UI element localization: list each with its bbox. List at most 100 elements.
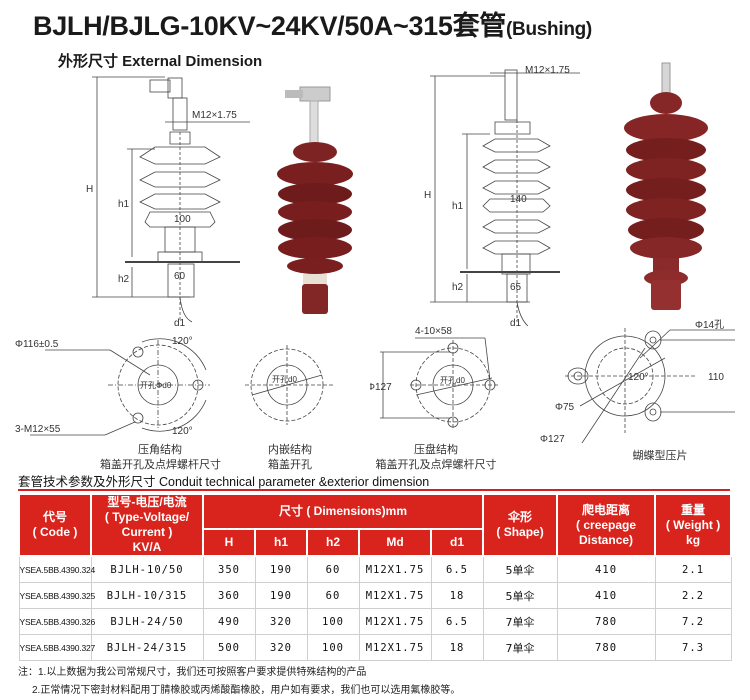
cell-type: BJLH-10/315 (90, 582, 204, 609)
header-dimensions: 尺寸 ( Dimensions)mm (201, 492, 485, 531)
svg-text:h1: h1 (118, 199, 130, 210)
svg-text:d1: d1 (510, 318, 522, 329)
cell-type: BJLH-24/315 (90, 634, 204, 661)
cell-H: 360 (202, 582, 256, 609)
header-h1: h1 (254, 528, 308, 557)
svg-text:120°: 120° (628, 372, 649, 383)
cell-creepage: 780 (556, 634, 656, 661)
cell-code: YSEA.5BB.4390.327 (18, 634, 95, 661)
flange-corner-drawing: Φ116±0.5 120° 120° 开孔Φd0 3-M12×55 (15, 336, 210, 437)
cell-shape: 5单伞 (482, 582, 558, 609)
cell-d1: 6.5 (430, 608, 484, 635)
svg-text:H: H (424, 190, 431, 201)
svg-text:h2: h2 (118, 274, 130, 285)
cell-weight: 7.2 (654, 608, 732, 635)
caption-plate-structure: 压盘结构箱盖开孔及点焊螺杆尺寸 (375, 444, 497, 471)
header-H: H (202, 528, 256, 557)
cell-d1: 18 (430, 582, 484, 609)
cell-type: BJLH-24/50 (90, 608, 204, 635)
cell-H: 500 (202, 634, 256, 661)
header-type: 型号-电压/电流( Type-Voltage/Current )KV/A (90, 493, 204, 557)
caption-corner-structure: 压角结构箱盖开孔及点焊螺杆尺寸 (100, 444, 221, 471)
svg-text:h2: h2 (452, 282, 464, 293)
header-code: 代号( Code ) (18, 493, 92, 557)
cell-creepage: 410 (556, 582, 656, 609)
cell-shape: 7单伞 (482, 608, 558, 635)
cell-h1: 320 (254, 634, 308, 661)
cell-h1: 190 (254, 555, 308, 583)
cell-weight: 2.1 (654, 555, 732, 583)
svg-text:Φ75: Φ75 (555, 402, 575, 413)
cell-h2: 60 (306, 582, 360, 609)
cell-d1: 18 (430, 634, 484, 661)
table-row: YSEA.5BB.4390.327 BJLH-24/315 500 320 10… (18, 634, 732, 661)
title-main: BJLH/BJLG-10KV~24KV/50A~315套管 (33, 11, 507, 41)
svg-text:M12×1.75: M12×1.75 (525, 65, 570, 76)
page-title: BJLH/BJLG-10KV~24KV/50A~315套管(Bushing) (33, 4, 592, 43)
cell-h2: 100 (306, 634, 360, 661)
svg-text:4-10×58: 4-10×58 (415, 326, 452, 337)
footnotes: 注：1.以上数据为我公司常规尺寸，我们还可按照客户要求提供特殊结构的产品 2.正… (18, 664, 460, 700)
svg-text:100: 100 (174, 214, 191, 225)
note-2: 2.正常情况下密封材料配用丁腈橡胶或丙烯酸酯橡胶，用户如有要求，我们也可以选用氟… (32, 685, 461, 696)
cell-code: YSEA.5BB.4390.326 (18, 608, 95, 635)
cell-code: YSEA.5BB.4390.324 (18, 555, 95, 583)
svg-text:Φ14孔: Φ14孔 (695, 319, 724, 331)
spec-table: 代号( Code ) 型号-电压/电流( Type-Voltage/Curren… (18, 492, 733, 661)
svg-text:M12×1.75: M12×1.75 (192, 110, 237, 121)
flange-plate-drawing: 4-10×58 Φ127 开孔d0 (370, 326, 500, 430)
svg-text:Φ127: Φ127 (540, 434, 565, 443)
svg-text:65: 65 (510, 282, 522, 293)
header-weight: 重量( Weight )kg (654, 493, 733, 557)
cell-h1: 190 (254, 582, 308, 609)
cell-Md: M12X1.75 (358, 582, 432, 609)
svg-text:开孔d0: 开孔d0 (440, 376, 465, 385)
cell-d1: 6.5 (430, 555, 484, 583)
header-shape: 伞形( Shape) (482, 493, 559, 557)
cell-weight: 7.3 (654, 634, 732, 661)
cell-weight: 2.2 (654, 582, 732, 609)
svg-text:Φ116±0.5: Φ116±0.5 (15, 339, 59, 350)
right-bushing-photo (624, 62, 708, 310)
svg-text:d1: d1 (174, 318, 186, 329)
cell-h2: 60 (306, 555, 360, 583)
svg-text:110: 110 (708, 372, 724, 383)
butterfly-plate-drawing: Φ14孔 120° 110 Φ75 Φ127 (540, 319, 735, 443)
svg-text:60: 60 (174, 271, 186, 282)
cell-code: YSEA.5BB.4390.325 (18, 582, 95, 609)
cell-shape: 7单伞 (482, 634, 558, 661)
table-row: YSEA.5BB.4390.326 BJLH-24/50 490 320 100… (18, 608, 732, 635)
flange-embedded-drawing: 开孔d0 (245, 345, 335, 425)
cell-H: 490 (202, 608, 256, 635)
title-suffix: (Bushing) (506, 19, 592, 40)
section-heading-external-dimension: 外形尺寸 External Dimension (58, 53, 263, 70)
header-Md: Md (358, 528, 432, 557)
cell-creepage: 410 (556, 555, 656, 583)
svg-text:h1: h1 (452, 201, 464, 212)
svg-text:120°: 120° (172, 336, 193, 347)
table-row: YSEA.5BB.4390.324 BJLH-10/50 350 190 60 … (18, 555, 732, 583)
svg-text:140: 140 (510, 194, 527, 205)
header-h2: h2 (306, 528, 360, 557)
svg-text:3-M12×55: 3-M12×55 (15, 424, 61, 435)
caption-embedded-structure: 内嵌结构箱盖开孔 (268, 444, 312, 471)
cell-h2: 100 (306, 608, 360, 635)
caption-butterfly-plate: 蝴蝶型压片 (632, 450, 688, 462)
cell-h1: 320 (254, 608, 308, 635)
cell-Md: M12X1.75 (358, 608, 432, 635)
red-divider (18, 489, 730, 491)
header-d1: d1 (429, 528, 485, 557)
svg-text:开孔d0: 开孔d0 (272, 375, 297, 384)
cell-shape: 5单伞 (482, 555, 558, 583)
right-bushing-drawing: H h1 h2 M12×1.75 140 65 d1 (424, 65, 580, 329)
cell-type: BJLH-10/50 (90, 555, 204, 583)
cell-creepage: 780 (556, 608, 656, 635)
svg-text:H: H (86, 184, 93, 195)
note-1: 注：1.以上数据为我公司常规尺寸，我们还可按照客户要求提供特殊结构的产品 (18, 667, 367, 678)
table-row: YSEA.5BB.4390.325 BJLH-10/315 360 190 60… (18, 582, 732, 609)
cell-Md: M12X1.75 (358, 555, 432, 583)
left-bushing-drawing: H h1 h2 M12×1.75 100 60 d1 (86, 76, 250, 329)
cell-Md: M12X1.75 (358, 634, 432, 661)
svg-text:开孔Φd0: 开孔Φd0 (140, 381, 172, 390)
table-section-title: 套管技术参数及外形尺寸 Conduit technical parameter … (18, 475, 430, 489)
